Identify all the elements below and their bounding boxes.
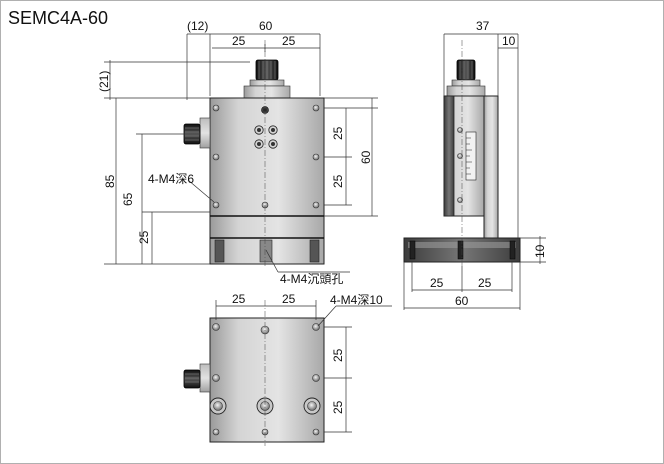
front-top-knob bbox=[243, 59, 291, 99]
front-stage-top bbox=[209, 97, 325, 217]
dim-width-60: 60 bbox=[259, 19, 273, 33]
note-tap-bottom: 4-M4深10 bbox=[330, 293, 383, 307]
front-side-knob bbox=[183, 117, 211, 149]
side-vertical-plate bbox=[483, 95, 499, 247]
note-tap-front: 4-M4深6 bbox=[148, 172, 194, 186]
dim-base-height-10: 10 bbox=[533, 244, 547, 258]
dim-half-left: 25 bbox=[232, 34, 246, 48]
bottom-dim-lines bbox=[215, 300, 392, 433]
note-counterbore: 4-M4沉頭孔 bbox=[280, 272, 343, 286]
front-center-holes bbox=[254, 125, 278, 149]
side-top-knob bbox=[446, 59, 486, 97]
dim-height-25: 25 bbox=[137, 230, 151, 244]
dim-height-65: 65 bbox=[121, 192, 135, 206]
dim-ref-21: (21) bbox=[97, 71, 111, 92]
dim-base-right-25: 25 bbox=[478, 276, 492, 290]
bottom-side-knob bbox=[183, 363, 211, 393]
dim-bottom-top-left: 25 bbox=[232, 292, 246, 306]
front-stage-middle bbox=[209, 215, 325, 239]
side-view: 37 10 10 25 25 60 bbox=[403, 19, 547, 310]
product-title: SEMC4A-60 bbox=[8, 8, 108, 28]
dim-right-60: 60 bbox=[359, 150, 373, 164]
dim-half-right: 25 bbox=[282, 34, 296, 48]
dim-right-25-upper: 25 bbox=[331, 126, 345, 140]
side-dim-lines bbox=[403, 33, 546, 310]
front-base-holes bbox=[214, 239, 320, 263]
front-view: (12) 60 25 25 (21) 85 65 25 25 25 60 4-M… bbox=[97, 19, 378, 286]
dim-depth-37: 37 bbox=[476, 19, 490, 33]
dim-bottom-right-upper: 25 bbox=[331, 348, 345, 362]
bottom-view: 25 25 4-M4深10 25 25 bbox=[183, 292, 392, 446]
dim-bottom-top-right: 25 bbox=[282, 292, 296, 306]
front-dim-lines bbox=[104, 33, 378, 273]
dim-height-85: 85 bbox=[103, 174, 117, 188]
bottom-counterbore-holes bbox=[209, 397, 321, 415]
dim-right-25-lower: 25 bbox=[331, 174, 345, 188]
dim-base-left-25: 25 bbox=[430, 276, 444, 290]
bottom-stage-body bbox=[209, 317, 325, 443]
dim-base-width-60: 60 bbox=[455, 294, 469, 308]
dim-ref-12: (12) bbox=[187, 19, 208, 33]
dim-bottom-right-lower: 25 bbox=[331, 400, 345, 414]
dim-offset-10: 10 bbox=[502, 34, 516, 48]
